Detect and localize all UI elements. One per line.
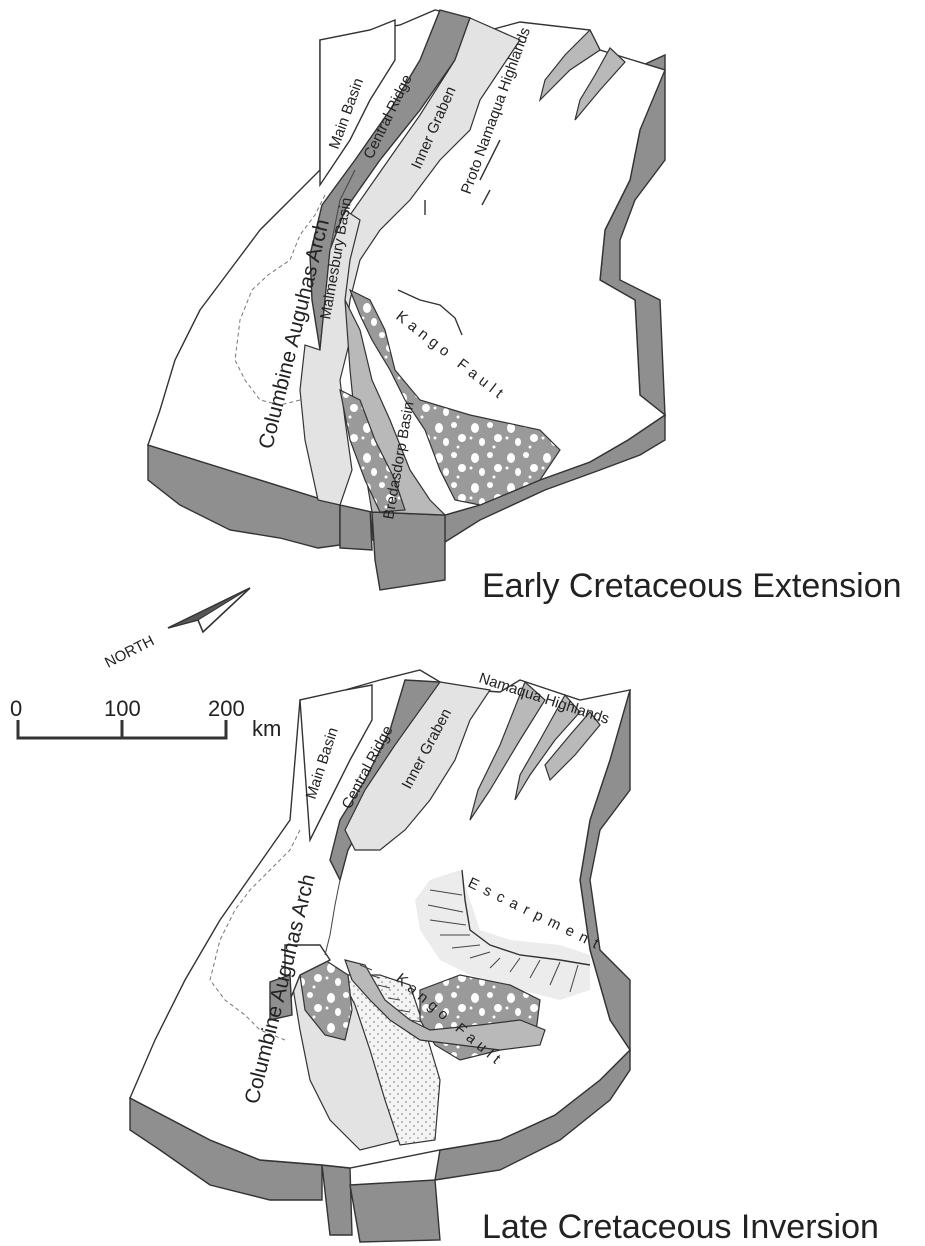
top-block-base-front — [372, 512, 445, 590]
scale-unit: km — [252, 716, 281, 741]
scale-bar-line — [18, 720, 226, 738]
scale-tick-0: 0 — [10, 696, 22, 721]
top-block-base-middle — [340, 505, 372, 550]
scale-tick-100: 100 — [104, 696, 141, 721]
title-early-cretaceous: Early Cretaceous Extension — [482, 567, 902, 605]
scale-tick-200: 200 — [208, 696, 245, 721]
north-label: NORTH — [102, 632, 157, 671]
north-arrow: NORTH — [102, 588, 250, 672]
scale-bar: 0 100 200 km — [10, 696, 281, 741]
bottom-block-base-middle — [322, 1165, 352, 1235]
title-late-cretaceous: Late Cretaceous Inversion — [482, 1208, 879, 1246]
bottom-block-base-front — [350, 1180, 440, 1242]
